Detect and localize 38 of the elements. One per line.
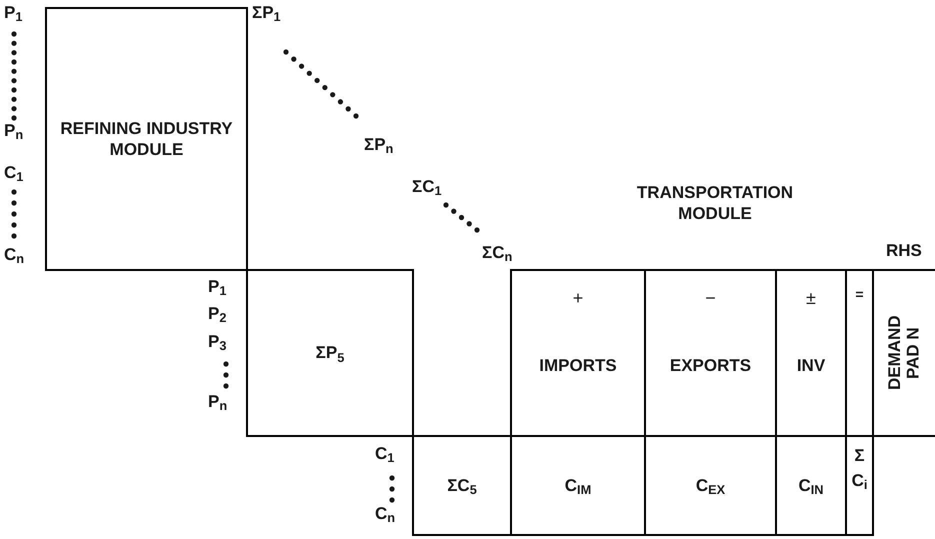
module-label: ΣC$_{5}$	[447, 474, 477, 496]
column-heading: EXPORTS	[670, 355, 752, 376]
matrix-block	[246, 269, 414, 437]
module-label: C$_{EX}$	[696, 474, 726, 496]
row-label: C$_{1}$	[4, 163, 24, 182]
module-label: C$_{IM}$	[564, 474, 592, 496]
matrix-block	[872, 269, 935, 437]
row-label: C$_{n}$	[375, 504, 396, 523]
module-label: C$_{IN}$	[798, 474, 824, 496]
sum-symbol: Σ	[854, 447, 865, 464]
row-label: ΣC$_{1}$	[412, 177, 442, 196]
row-label: P$_{n}$	[4, 121, 24, 140]
row-label: P$_{1}$	[4, 3, 22, 22]
row-label: C$_{1}$	[375, 444, 394, 463]
module-label: REFINING INDUSTRY MODULE	[59, 118, 234, 160]
row-label: P$_{n}$	[208, 392, 228, 411]
sign-symbol: =	[855, 287, 864, 301]
column-heading: DEMAND PAD N	[886, 315, 924, 391]
cell-label: C$_{i}$	[852, 472, 868, 489]
column-heading: IMPORTS	[539, 355, 617, 376]
row-label: P$_{3}$	[208, 332, 226, 351]
matrix-block	[845, 435, 874, 536]
row-label: ΣP$_{n}$	[364, 135, 394, 154]
row-label: P$_{1}$	[208, 277, 226, 296]
row-label: RHS	[886, 241, 922, 260]
column-heading: INV	[796, 355, 826, 376]
matrix-block	[45, 7, 248, 271]
module-label: ΣP$_{5}$	[316, 342, 344, 364]
sign-symbol: ±	[806, 289, 816, 310]
row-label: C$_{n}$	[4, 245, 24, 264]
module-title: TRANSPORTATION MODULE	[636, 182, 794, 224]
row-label: ΣP$_{1}$	[252, 3, 281, 22]
sign-symbol: +	[572, 289, 584, 310]
matrix-block	[412, 435, 512, 536]
row-label: P$_{2}$	[208, 304, 226, 323]
matrix-block	[510, 269, 646, 437]
sign-symbol: −	[705, 289, 716, 310]
row-label: ΣC$_{n}$	[482, 243, 512, 262]
